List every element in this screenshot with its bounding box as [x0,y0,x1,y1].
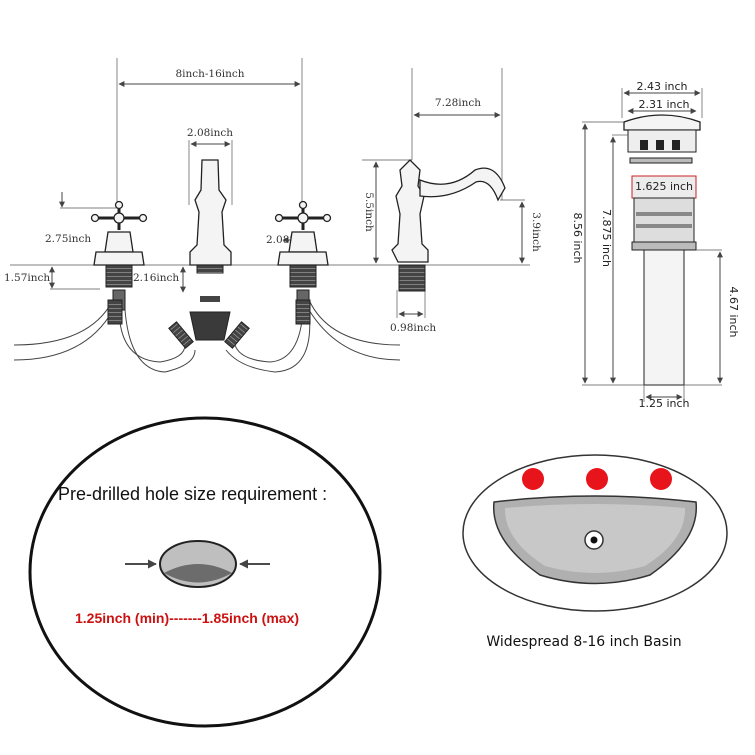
total-height-label: 8.56 inch [571,212,584,263]
drain-drawing: 2.43 inch 2.31 inch 1.625 inch 8.56 inch… [571,80,740,410]
body-height-label: 2.16inch [133,272,179,284]
cap-width-label: 2.43 inch [636,80,687,93]
basin-panel: Widespread 8-16 inch Basin [462,454,728,650]
hole-title: Pre-drilled hole size requirement : [58,484,327,504]
basin-hole-left [522,468,544,490]
drain-cap [623,114,701,131]
spread-label: 8inch-16inch [175,68,244,80]
pipe-height-label: 4.67 inch [727,286,740,337]
spout-height-label: 5.5inch [363,192,375,232]
cap-inner-label: 2.31 inch [638,98,689,111]
upper-height-label: 7.875 inch [600,209,613,267]
center-body [189,159,232,341]
faucet-drawing: 8inch-16inch 2.08inch 7.28inch 2.75inch … [4,58,542,373]
right-handle [274,200,332,311]
basin-hole-center [586,468,608,490]
drain-pipe [643,249,685,386]
left-handle [90,200,148,311]
hole-size-panel: Pre-drilled hole size requirement : 1.25… [28,416,382,728]
pipe-diameter-label: 1.25 inch [638,397,689,410]
spout [391,159,506,292]
spout-base-label: 2.08inch [187,127,233,139]
basin-caption: Widespread 8-16 inch Basin [486,634,681,650]
shank-length-label: 1.57inch [4,272,50,284]
handle-height-label: 2.75inch [45,233,91,245]
spout-clearance-label: 3.9inch [530,212,542,252]
shank-diameter-label: 0.98inch [390,322,436,334]
basin-hole-right [650,468,672,490]
spout-reach-label: 7.28inch [435,97,481,109]
body-width-label: 1.625 inch [635,180,693,193]
hoses [13,299,401,373]
hole-range: 1.25inch (min)-------1.85inch (max) [75,610,299,626]
